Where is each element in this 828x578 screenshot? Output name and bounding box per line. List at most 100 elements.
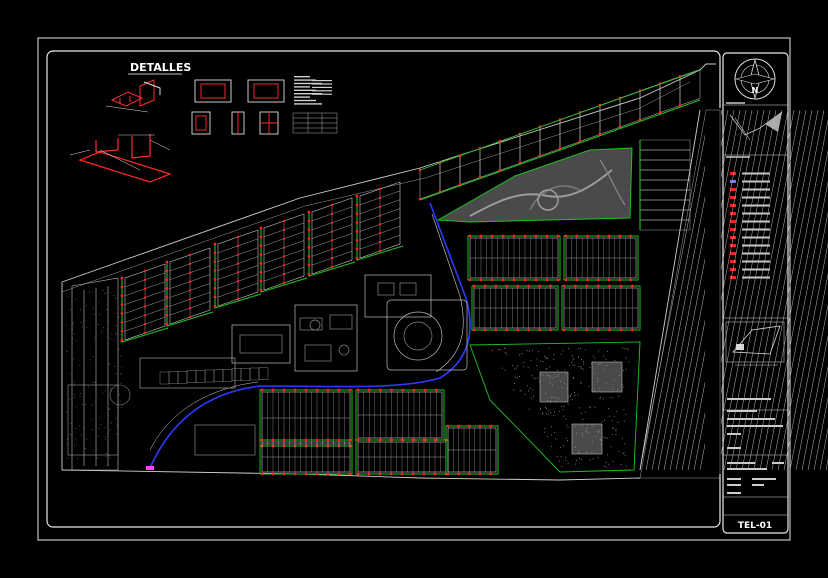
- gravel-dot: [625, 368, 627, 370]
- gravel-dot: [119, 308, 121, 310]
- gravel-dot: [515, 367, 517, 369]
- conduit-node: [608, 328, 611, 332]
- details-title: DETALLES: [130, 61, 191, 74]
- gravel-dot: [67, 295, 69, 297]
- lot-cell: [177, 371, 188, 384]
- conduit-node: [188, 298, 192, 301]
- gravel-dot: [80, 309, 81, 311]
- gravel-dot: [72, 338, 74, 340]
- gravel-dot: [624, 348, 626, 350]
- conduit-node: [630, 328, 634, 332]
- gravel-dot: [623, 420, 625, 422]
- conduit-node: [472, 284, 476, 288]
- gravel-dot: [604, 437, 606, 439]
- conduit-node: [355, 230, 359, 233]
- conduit-node: [379, 388, 382, 392]
- conduit-node: [411, 438, 415, 442]
- gravel-dot: [531, 375, 533, 377]
- conduit-node: [512, 278, 516, 282]
- conduit-node: [307, 254, 311, 258]
- gravel-dot: [551, 384, 553, 386]
- conduit-node: [400, 438, 404, 442]
- gravel-dot: [603, 465, 605, 467]
- gravel-dot: [542, 374, 544, 376]
- gravel-dot: [612, 461, 614, 463]
- gravel-dot: [626, 348, 628, 350]
- hatch-line: [795, 304, 828, 471]
- gravel-dot: [545, 407, 547, 408]
- conduit-node: [378, 214, 382, 217]
- gravel-dot: [567, 400, 569, 402]
- gravel-dot: [565, 418, 567, 420]
- conduit-node: [378, 249, 382, 253]
- conduit-node: [355, 203, 359, 207]
- conduit-node: [446, 472, 450, 476]
- gravel-dot: [566, 424, 568, 426]
- conduit-node: [236, 235, 240, 239]
- conduit-node: [433, 438, 437, 442]
- gravel-dot: [548, 409, 550, 411]
- conduit-node: [523, 234, 527, 238]
- hatch-line: [789, 273, 828, 471]
- conduit-node: [330, 265, 334, 269]
- gravel-dot: [560, 447, 562, 449]
- gravel-dot: [66, 350, 68, 352]
- lot-blocks: [120, 69, 701, 476]
- gravel-dot: [539, 408, 541, 410]
- gravel-dot: [110, 338, 111, 340]
- conduit-node: [423, 388, 427, 392]
- sheet-code: TEL-01: [738, 521, 772, 531]
- conduit-node: [479, 278, 483, 282]
- note-line: [312, 86, 332, 88]
- gravel-dot: [571, 393, 572, 395]
- conduit-node: [120, 320, 124, 324]
- gravel-dot: [65, 324, 67, 326]
- conduit-node: [337, 388, 341, 392]
- note-line: [294, 76, 310, 78]
- lot-cell: [168, 371, 179, 384]
- conduit-node: [213, 286, 217, 290]
- conduit-node: [348, 472, 352, 476]
- gravel-dot: [113, 295, 115, 297]
- gravel-dot: [72, 322, 74, 324]
- hatch-line: [813, 396, 828, 471]
- gravel-dot: [581, 432, 583, 434]
- gravel-dot: [94, 336, 96, 338]
- gravel-dot: [581, 434, 583, 436]
- conduit-line: [166, 262, 214, 327]
- gravel-dot: [605, 382, 607, 384]
- gravel-dot: [539, 380, 541, 381]
- main-trunk-line: [149, 202, 471, 469]
- conduit-node: [412, 388, 416, 392]
- north-arrow-icon: N: [734, 58, 776, 100]
- conduit-node: [490, 278, 494, 282]
- gravel-dot: [120, 340, 121, 342]
- gravel-dot: [544, 428, 546, 429]
- gravel-dot: [533, 377, 535, 379]
- gravel-dot: [547, 400, 549, 402]
- gravel-dot: [72, 323, 74, 325]
- gravel-dot: [532, 389, 534, 391]
- gravel-dot: [571, 355, 573, 357]
- lot-block: [169, 247, 211, 325]
- gravel-dot: [573, 357, 575, 359]
- conduit-node: [120, 329, 124, 333]
- conduit-node: [355, 212, 359, 216]
- conduit-node: [304, 438, 308, 442]
- conduit-node: [378, 187, 382, 191]
- conduit-node: [188, 280, 192, 283]
- gravel-dot: [624, 454, 626, 456]
- gravel-dot: [491, 350, 493, 351]
- lot-cell: [679, 69, 701, 106]
- gravel-dot: [582, 418, 584, 420]
- gravel-dot: [119, 400, 121, 402]
- gravel-dot: [554, 375, 556, 377]
- gravel-dot: [98, 301, 100, 303]
- conduit-node: [356, 472, 360, 476]
- conduit-node: [120, 303, 124, 306]
- gravel-dot: [114, 312, 116, 314]
- conduit-node: [213, 269, 217, 272]
- gravel-dot: [520, 389, 522, 391]
- gravel-dot: [622, 370, 624, 372]
- conduit-node: [337, 438, 341, 442]
